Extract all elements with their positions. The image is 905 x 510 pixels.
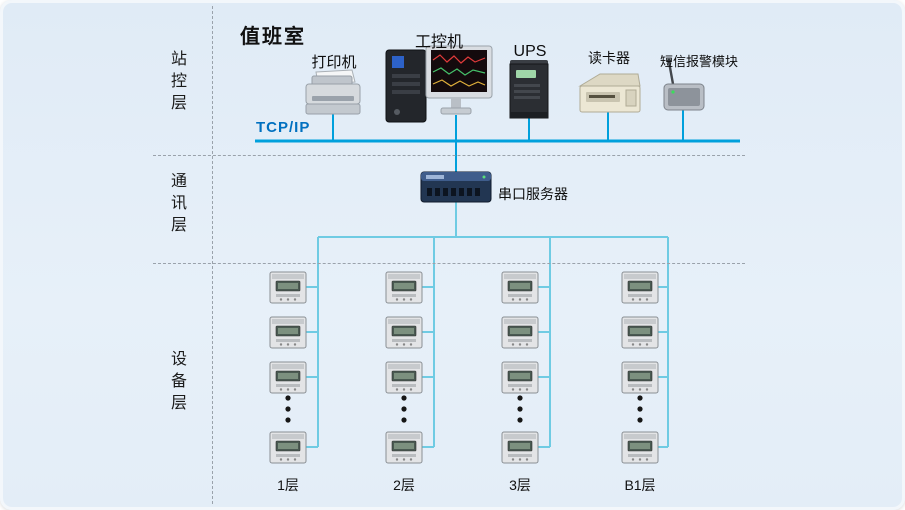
sms-alarm-module-label: 短信报警模块	[659, 54, 738, 69]
device-branch-lines	[306, 202, 669, 448]
floor-label-2: 2层	[393, 477, 415, 493]
industrial-pc-graphic	[385, 45, 493, 123]
card-reader-graphic	[578, 73, 641, 113]
meter-column-floor3	[501, 271, 539, 464]
ups-graphic	[509, 60, 549, 119]
meter-column-floor2	[385, 271, 423, 464]
layer-label-station: 站控层	[168, 50, 185, 116]
layer-divider-station-comm	[153, 155, 745, 156]
sms-alarm-module-graphic	[663, 58, 705, 111]
floor-label-1: 1层	[277, 477, 299, 493]
tcp-ip-bus-line	[255, 110, 740, 172]
layer-label-comm: 通讯层	[168, 172, 185, 238]
serial-server-graphic	[420, 171, 492, 203]
layer-divider-vertical	[212, 6, 213, 504]
tcp-ip-label: TCP/IP	[256, 119, 311, 136]
serial-server-label: 串口服务器	[498, 186, 568, 202]
meter-column-floorB1	[621, 271, 659, 464]
industrial-pc-label: 工控机	[414, 34, 463, 51]
printer-label: 打印机	[311, 54, 357, 71]
floor-label-3: 3层	[509, 477, 531, 493]
floor-label-b1: B1层	[624, 477, 656, 493]
card-reader-label: 读卡器	[588, 50, 630, 66]
meter-column-floor1	[269, 271, 307, 464]
layer-label-device: 设备层	[168, 350, 185, 416]
layer-divider-comm-device	[153, 263, 745, 264]
ups-label: UPS	[513, 43, 547, 60]
printer-graphic	[305, 69, 361, 115]
duty-room-label: 值班室	[240, 26, 306, 48]
